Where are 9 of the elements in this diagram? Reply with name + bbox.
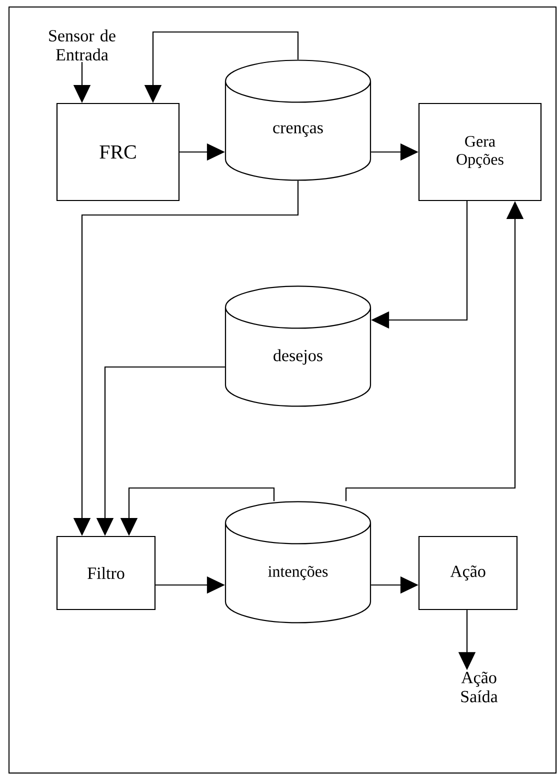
label-text: Sensor de Entrada: [49, 30, 116, 60]
database-cylinder: intenções: [224, 501, 372, 624]
database-cylinder: desejos: [224, 286, 372, 407]
process-box: FRC: [56, 102, 180, 202]
process-box: Filtro: [56, 536, 156, 610]
process-box: Ação: [418, 536, 518, 610]
process-box: Gera Opções: [418, 102, 542, 202]
output-text: Ação Saída: [461, 672, 498, 702]
database-cylinder: crenças: [224, 60, 372, 181]
